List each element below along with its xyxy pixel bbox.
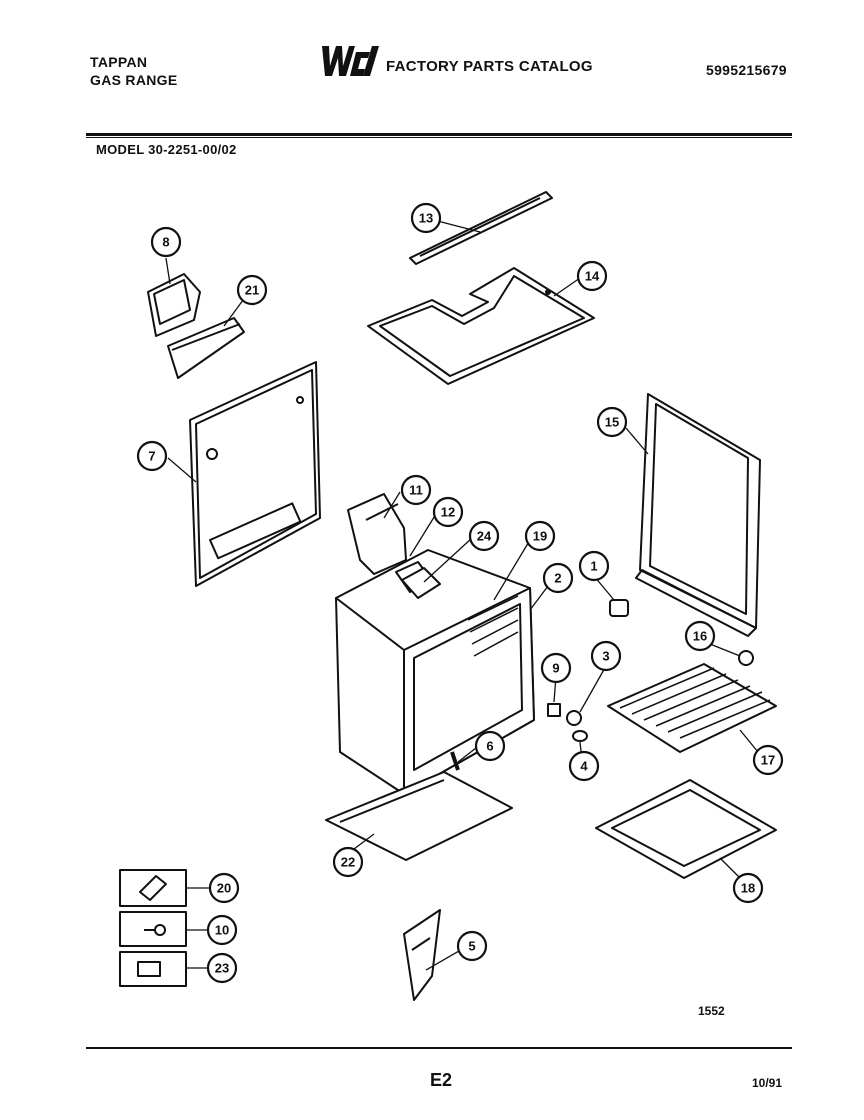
wci-logo (322, 46, 379, 76)
callout-17: 17 (752, 744, 784, 776)
callout-21: 21 (236, 274, 268, 306)
brand-name: TAPPAN (90, 54, 148, 70)
svg-text:14: 14 (585, 269, 600, 284)
svg-text:24: 24 (477, 529, 492, 544)
callout-8: 8 (150, 226, 182, 258)
callout-9: 9 (540, 652, 572, 684)
callout-20: 20 (208, 872, 240, 904)
callout-22: 22 (332, 846, 364, 878)
part-valve (566, 710, 588, 742)
part-knob (609, 599, 629, 617)
part-cooktop-pan (367, 267, 595, 385)
svg-text:20: 20 (217, 881, 231, 896)
svg-text:18: 18 (741, 881, 755, 896)
callout-3: 3 (590, 640, 622, 672)
part-pin (450, 751, 460, 771)
part-box-10 (119, 911, 187, 947)
callout-19: 19 (524, 520, 556, 552)
callout-6: 6 (474, 730, 506, 762)
callout-2: 2 (542, 562, 574, 594)
svg-text:13: 13 (419, 211, 433, 226)
svg-text:22: 22 (341, 855, 355, 870)
catalog-title: FACTORY PARTS CATALOG (386, 58, 593, 75)
svg-text:12: 12 (441, 505, 455, 520)
callout-12: 12 (432, 496, 464, 528)
page-code: E2 (430, 1070, 453, 1090)
svg-text:1: 1 (590, 559, 597, 574)
part-box-23 (119, 951, 187, 987)
part-back-panel (189, 361, 321, 587)
part-bearing (738, 650, 754, 666)
callout-10: 10 (206, 914, 238, 946)
date-code: 10/91 (752, 1076, 783, 1090)
footer-rule (86, 1047, 792, 1049)
part-screw (547, 703, 561, 717)
svg-text:8: 8 (162, 235, 169, 250)
svg-text:11: 11 (409, 483, 423, 498)
svg-text:2: 2 (554, 571, 561, 586)
callout-7: 7 (136, 440, 168, 472)
part-door-frame (635, 393, 761, 637)
svg-text:21: 21 (245, 283, 259, 298)
svg-text:15: 15 (605, 415, 619, 430)
callout-4: 4 (568, 750, 600, 782)
part-oven-rack (607, 663, 777, 753)
model-number: MODEL 30-2251-00/02 (96, 142, 237, 157)
callout-1: 1 (578, 550, 610, 582)
callout-16: 16 (684, 620, 716, 652)
part-bracket (147, 273, 201, 337)
diagram-reference-number: 1552 (698, 1004, 725, 1018)
part-small-panel (167, 317, 245, 379)
svg-text:5: 5 (468, 939, 475, 954)
part-bottom-panel (325, 771, 513, 861)
svg-text:23: 23 (215, 961, 229, 976)
svg-text:3: 3 (602, 649, 609, 664)
callout-11: 11 (400, 474, 432, 506)
header-rule-thin (86, 137, 792, 138)
svg-text:10: 10 (215, 923, 229, 938)
callout-24: 24 (468, 520, 500, 552)
svg-text:9: 9 (552, 661, 559, 676)
svg-text:7: 7 (148, 449, 155, 464)
callout-23: 23 (206, 952, 238, 984)
svg-text:17: 17 (761, 753, 775, 768)
svg-text:4: 4 (580, 759, 588, 774)
svg-text:6: 6 (486, 739, 493, 754)
callout-5: 5 (456, 930, 488, 962)
callout-18: 18 (732, 872, 764, 904)
header-rule (86, 133, 792, 136)
part-box-20 (119, 869, 187, 907)
svg-text:16: 16 (693, 629, 707, 644)
product-type: GAS RANGE (90, 72, 178, 88)
part-broiler-pan (595, 779, 777, 879)
part-spring-tool (403, 909, 441, 1001)
callout-14: 14 (576, 260, 608, 292)
part-top-trim (409, 191, 553, 265)
callout-13: 13 (410, 202, 442, 234)
callout-15: 15 (596, 406, 628, 438)
svg-text:19: 19 (533, 529, 547, 544)
part-flue (347, 493, 407, 575)
catalog-number: 5995215679 (706, 62, 787, 78)
